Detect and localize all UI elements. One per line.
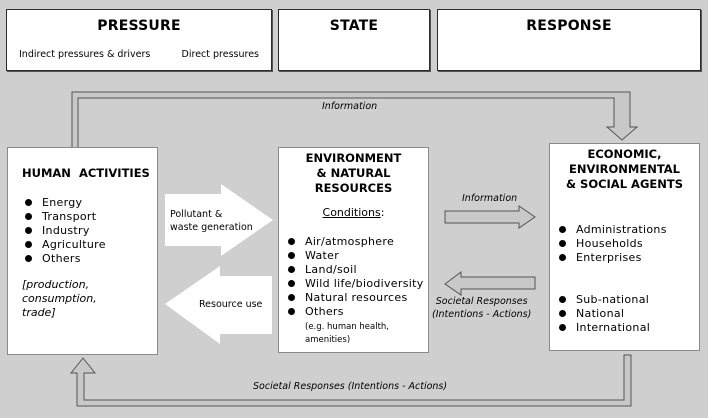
human-activities-note: [production, consumption, trade] [22,278,97,320]
list-item: Agriculture [22,238,106,252]
pollutant-label: Pollutant & waste generation [170,208,253,234]
middle-responses-label: Societal Responses (Intentions - Actions… [432,295,531,321]
agents-title-line: ENVIRONMENTAL [568,162,681,176]
top-information-arrow [71,91,639,152]
note-line: consumption, [22,292,97,305]
pollutant-label-line: Pollutant & [170,209,223,220]
response-title: RESPONSE [526,18,612,34]
pressure-title: PRESSURE [97,18,181,34]
top-information-label: Information [322,101,378,112]
agents-group-levels: Sub-national National International [556,293,650,335]
list-item: Natural resources [285,291,424,305]
conditions-label: Conditions [322,206,381,219]
middle-responses-arrow [444,271,536,296]
environment-box: ENVIRONMENT & NATURAL RESOURCES Conditio… [278,147,429,353]
state-title: STATE [329,18,379,34]
list-item: Others [285,305,424,319]
environment-title: ENVIRONMENT & NATURAL RESOURCES [279,151,428,196]
middle-responses-line: Societal Responses [435,296,528,307]
environment-title-line: & NATURAL [316,166,391,180]
list-item: Wild life/biodiversity [285,277,424,291]
agents-box: ECONOMIC, ENVIRONMENTAL & SOCIAL AGENTS … [549,143,700,351]
human-activities-list: Energy Transport Industry Agriculture Ot… [22,196,106,266]
human-activities-box: HUMAN ACTIVITIES Energy Transport Indust… [7,147,158,355]
others-note-line: (e.g. human health, [305,322,390,332]
agents-title-line: ECONOMIC, [587,147,662,161]
resource-use-label: Resource use [199,299,263,310]
direct-pressures-label: Direct pressures [181,49,259,60]
list-item: Industry [22,224,106,238]
environment-title-line: ENVIRONMENT [305,151,402,165]
middle-responses-line: (Intentions - Actions) [432,309,532,320]
pollutant-label-line: waste generation [170,222,253,233]
note-line: trade] [22,306,56,319]
note-line: [production, [22,278,90,291]
list-item: Transport [22,210,106,224]
middle-information-label: Information [462,193,518,204]
human-activities-title: HUMAN ACTIVITIES [22,166,150,180]
others-note: (e.g. human health, amenities) [305,321,389,347]
state-header: STATE [278,9,430,71]
resource-use-arrow [165,266,272,344]
conditions-list: Air/atmosphere Water Land/soil Wild life… [285,235,424,319]
agents-title: ECONOMIC, ENVIRONMENTAL & SOCIAL AGENTS [550,147,699,192]
list-item: Households [556,237,667,251]
agents-group-sectors: Administrations Households Enterprises [556,223,667,265]
conditions-colon: : [380,206,385,219]
environment-title-line: RESOURCES [314,181,393,195]
response-header: RESPONSE [437,9,701,71]
indirect-pressures-label: Indirect pressures & drivers [19,49,151,60]
others-note-line: amenities) [305,335,351,345]
list-item: National [556,307,650,321]
list-item: Air/atmosphere [285,235,424,249]
list-item: Others [22,252,106,266]
list-item: Enterprises [556,251,667,265]
list-item: Sub-national [556,293,650,307]
pressure-header: PRESSURE Indirect pressures & drivers Di… [6,9,272,71]
bottom-responses-label: Societal Responses (Intentions - Actions… [253,381,448,392]
list-item: Land/soil [285,263,424,277]
list-item: International [556,321,650,335]
pollutant-arrow [165,184,273,256]
conditions-heading: Conditions: [279,206,428,219]
list-item: Water [285,249,424,263]
bottom-responses-arrow-body [69,354,632,407]
agents-title-line: & SOCIAL AGENTS [566,177,683,191]
middle-information-arrow [444,205,536,229]
list-item: Administrations [556,223,667,237]
list-item: Energy [22,196,106,210]
